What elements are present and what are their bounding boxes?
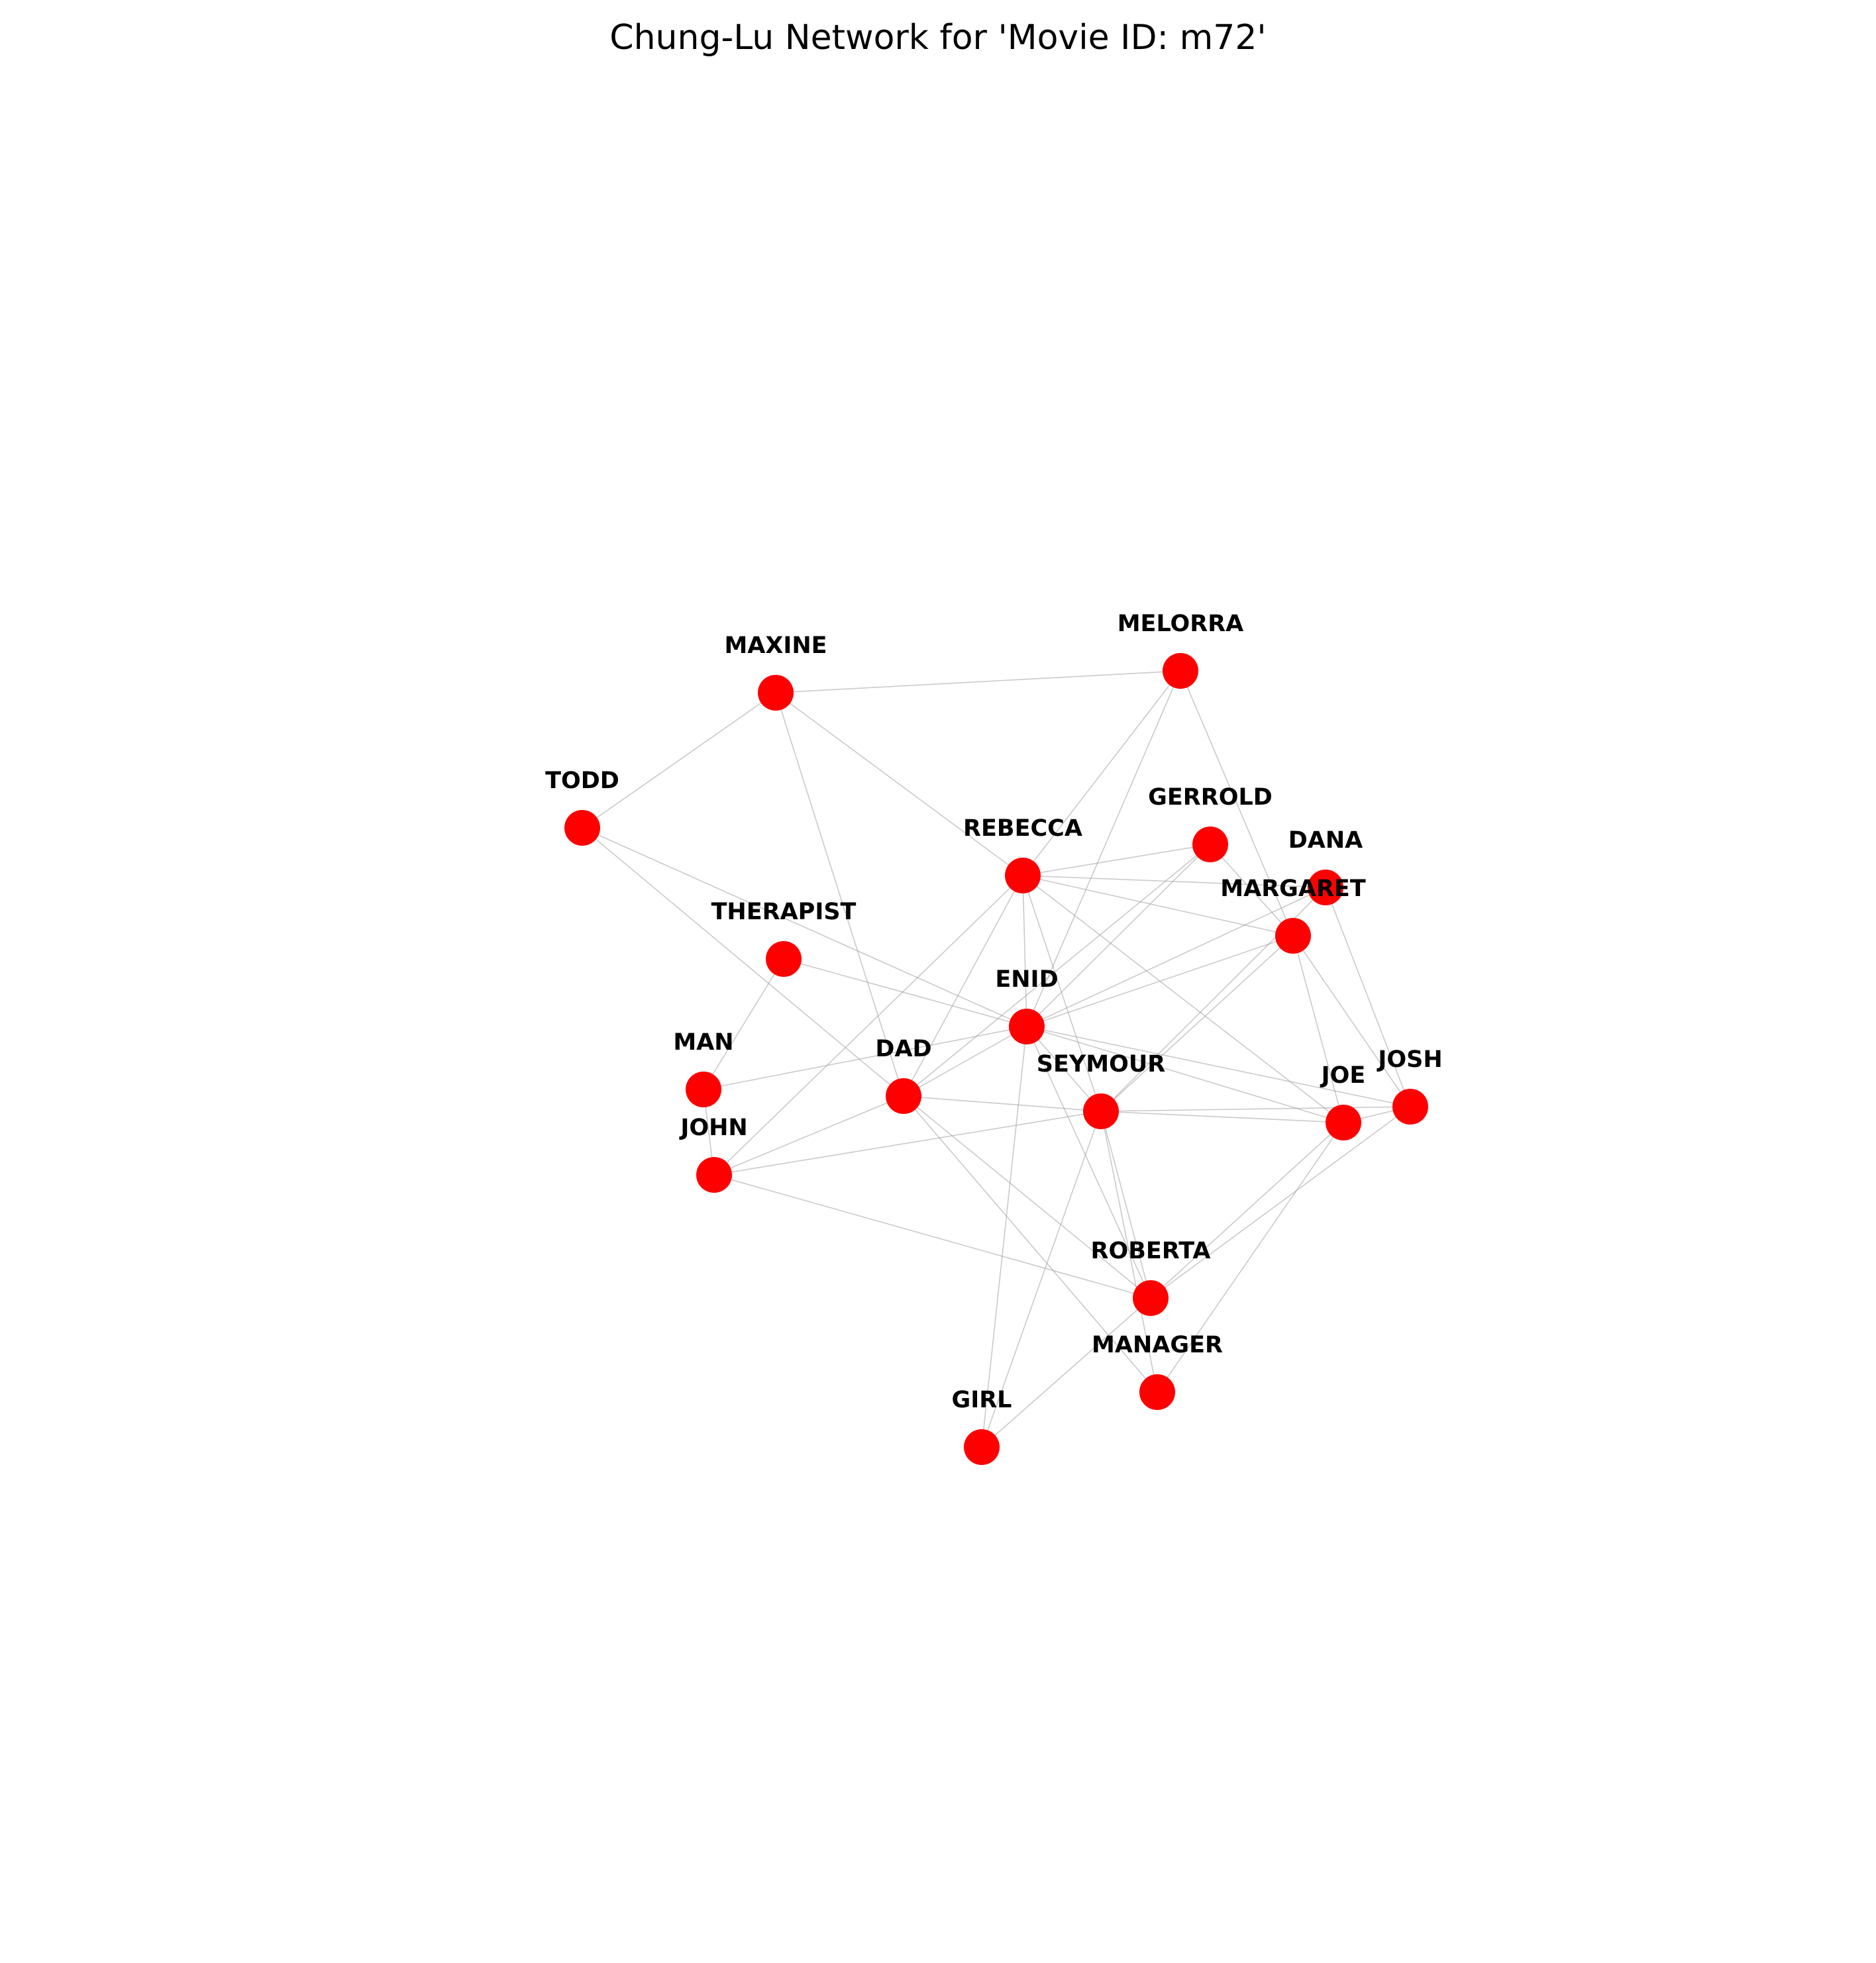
node-label-roberta: ROBERTA xyxy=(1091,1238,1211,1264)
edge-rebecca-dad xyxy=(903,875,1023,1097)
edge-dad-manager xyxy=(903,1095,1158,1393)
edge-seymour-manager xyxy=(1100,1111,1158,1393)
edge-rebecca-john xyxy=(713,875,1023,1176)
edge-joe-roberta xyxy=(1150,1122,1344,1299)
edge-margaret-enid xyxy=(1026,935,1294,1027)
edge-todd-enid xyxy=(582,827,1027,1027)
edge-therapist-man xyxy=(703,958,784,1090)
node-label-melorra: MELORRA xyxy=(1118,611,1244,637)
node-girl[interactable] xyxy=(964,1429,1000,1465)
edge-john-roberta xyxy=(713,1174,1151,1299)
edge-maxine-dad xyxy=(775,692,904,1097)
node-roberta[interactable] xyxy=(1133,1280,1169,1316)
plot-title: Chung-Lu Network for 'Movie ID: m72' xyxy=(609,18,1267,58)
node-label-josh: JOSH xyxy=(1377,1046,1442,1073)
edge-rebecca-enid xyxy=(1022,875,1027,1027)
node-label-todd: TODD xyxy=(545,768,619,794)
labels-layer: MAXINE MELORRA TODD REBECCA GERROLD DANA MARGA… xyxy=(545,611,1443,1413)
edge-melorra-enid xyxy=(1026,670,1181,1027)
edge-melorra-rebecca xyxy=(1022,670,1181,876)
edge-seymour-john xyxy=(713,1111,1102,1176)
node-label-joe: JOE xyxy=(1320,1062,1366,1089)
edge-rebecca-margaret xyxy=(1022,875,1294,936)
node-todd[interactable] xyxy=(564,810,600,846)
node-label-enid: ENID xyxy=(995,966,1058,993)
edge-dana-josh xyxy=(1325,887,1411,1107)
edge-maxine-todd xyxy=(582,692,776,829)
node-label-john: JOHN xyxy=(679,1115,747,1141)
edge-gerrold-margaret xyxy=(1210,844,1294,936)
edge-margaret-seymour xyxy=(1100,935,1294,1112)
edge-enid-joe xyxy=(1026,1026,1344,1123)
node-manager[interactable] xyxy=(1139,1374,1175,1410)
edge-rebecca-seymour xyxy=(1022,875,1102,1112)
node-seymour[interactable] xyxy=(1083,1093,1119,1129)
edge-enid-roberta xyxy=(1026,1026,1151,1299)
edge-enid-man xyxy=(703,1026,1027,1090)
edge-margaret-joe xyxy=(1292,935,1344,1123)
edge-dad-roberta xyxy=(903,1095,1151,1299)
edge-seymour-girl xyxy=(981,1111,1102,1448)
node-john[interactable] xyxy=(696,1157,732,1193)
edge-gerrold-enid xyxy=(1026,844,1211,1027)
edge-therapist-enid xyxy=(783,958,1027,1027)
node-label-manager: MANAGER xyxy=(1092,1332,1223,1358)
edge-maxine-melorra xyxy=(775,670,1181,693)
edge-todd-dad xyxy=(582,827,904,1097)
edge-enid-girl xyxy=(981,1026,1027,1448)
nodes-layer xyxy=(564,653,1428,1465)
node-label-seymour: SEYMOUR xyxy=(1037,1051,1165,1078)
node-label-dad: DAD xyxy=(875,1036,931,1062)
node-rebecca[interactable] xyxy=(1005,858,1041,893)
edge-gerrold-dad xyxy=(903,844,1211,1097)
node-joe[interactable] xyxy=(1326,1105,1361,1140)
edge-john-dad xyxy=(713,1095,904,1176)
edge-seymour-josh xyxy=(1100,1106,1411,1112)
node-melorra[interactable] xyxy=(1163,653,1198,689)
node-label-maxine: MAXINE xyxy=(724,632,827,659)
node-label-girl: GIRL xyxy=(951,1387,1012,1413)
edges-layer xyxy=(582,670,1411,1448)
node-therapist[interactable] xyxy=(766,941,802,977)
edge-rebecca-joe xyxy=(1022,875,1344,1123)
edge-dad-seymour xyxy=(903,1095,1102,1112)
node-man[interactable] xyxy=(686,1072,721,1107)
edge-seymour-roberta xyxy=(1100,1111,1151,1299)
node-josh[interactable] xyxy=(1392,1089,1428,1125)
edge-margaret-josh xyxy=(1292,935,1411,1107)
edge-seymour-joe xyxy=(1100,1111,1344,1123)
edge-enid-josh xyxy=(1026,1026,1411,1107)
node-margaret[interactable] xyxy=(1275,918,1311,954)
node-label-gerrold: GERROLD xyxy=(1148,784,1273,811)
edge-roberta-girl xyxy=(981,1297,1151,1448)
edge-dana-enid xyxy=(1026,887,1326,1027)
node-maxine[interactable] xyxy=(758,675,794,711)
edge-rebecca-gerrold xyxy=(1022,844,1211,876)
edge-enid-dad xyxy=(903,1026,1027,1097)
node-dana[interactable] xyxy=(1308,870,1343,905)
edge-maxine-rebecca xyxy=(775,692,1023,876)
node-label-rebecca: REBECCA xyxy=(963,815,1082,842)
edge-josh-roberta xyxy=(1150,1106,1411,1299)
node-label-man: MAN xyxy=(673,1029,733,1056)
edge-rebecca-dana xyxy=(1022,875,1326,888)
node-enid[interactable] xyxy=(1009,1009,1045,1044)
node-label-dana: DANA xyxy=(1288,827,1363,854)
edge-enid-seymour xyxy=(1026,1026,1102,1112)
node-dad[interactable] xyxy=(886,1078,921,1114)
node-gerrold[interactable] xyxy=(1192,827,1228,862)
node-label-margaret: MARGARET xyxy=(1220,876,1366,902)
edge-melorra-margaret xyxy=(1180,670,1294,936)
edge-joe-manager xyxy=(1157,1122,1344,1393)
node-label-therapist: THERAPIST xyxy=(711,899,857,925)
